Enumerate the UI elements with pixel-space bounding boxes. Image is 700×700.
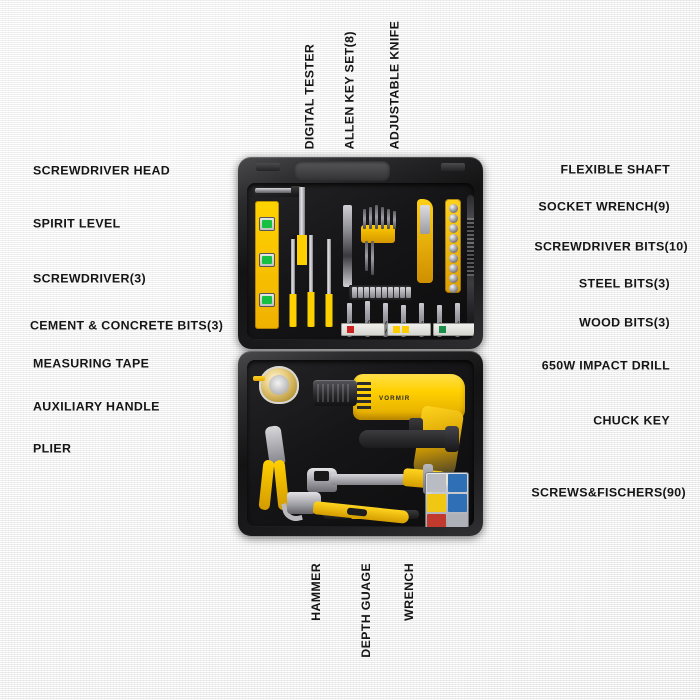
case-lid [238, 157, 483, 349]
socket-wrench-strip [445, 199, 461, 293]
tool-case-image: VORMIR [238, 157, 483, 536]
screwdriver-head-tip [291, 186, 301, 195]
drill-chuck [313, 380, 357, 406]
allen-key-6 [393, 211, 396, 229]
callout-label-hammer: HAMMER [309, 563, 323, 621]
leader-line-steel-bits-3 [442, 295, 688, 298]
allen-key-4 [381, 207, 384, 229]
spirit-level-tool [255, 201, 279, 329]
leader-line-spirit-level [25, 235, 263, 238]
screwdriver-2 [303, 235, 319, 327]
case-latch-left [256, 163, 280, 171]
callout-label-screws-fischers-90: SCREWS&FISCHERS(90) [531, 485, 686, 500]
callout-label-screwdriver-head: SCREWDRIVER HEAD [33, 163, 171, 178]
leader-line-chuck-key [470, 432, 688, 435]
leader-line-cement-concrete-bits-3 [25, 337, 262, 340]
allen-key-3 [375, 205, 378, 229]
screwdriver-head-tool [255, 188, 295, 193]
hammer-tool [281, 492, 417, 526]
leader-line-socket-wrench-9 [446, 218, 687, 221]
upper-tray [247, 183, 474, 340]
screwdriver-bits-rail [349, 285, 411, 300]
callout-label-650w-impact-drill: 650W IMPACT DRILL [541, 358, 670, 373]
callout-label-socket-wrench-9: SOCKET WRENCH(9) [538, 199, 670, 214]
screwdriver-large [291, 187, 313, 265]
leader-line-650w-impact-drill [469, 377, 688, 380]
wrench-tool [307, 468, 457, 494]
allen-key-1 [363, 209, 366, 229]
allen-key-2 [369, 207, 372, 229]
callout-label-auxiliary-handle: AUXILIARY HANDLE [33, 399, 160, 414]
case-latch-right [441, 163, 465, 171]
allen-key-holder [361, 225, 395, 243]
callout-label-steel-bits-3: STEEL BITS(3) [578, 276, 670, 291]
bit-label-strip-1 [341, 323, 385, 336]
digital-tester-tool [343, 205, 352, 287]
bit-label-strip-3 [433, 323, 474, 336]
allen-key-8 [371, 241, 374, 275]
impact-drill-tool: VORMIR [313, 368, 474, 490]
screws-fischers-box [425, 472, 469, 527]
leader-line-plier [25, 460, 263, 463]
callout-label-depth-guage: DEPTH GUAGE [359, 563, 373, 658]
leader-line-screwdriver-head [25, 182, 269, 185]
callout-label-chuck-key: CHUCK KEY [593, 413, 670, 428]
allen-key-7 [365, 241, 368, 271]
leader-line-flexible-shaft [447, 181, 687, 184]
measuring-tape-tool [259, 366, 299, 404]
screwdriver-3 [321, 239, 337, 327]
leader-line-measuring-tape [28, 375, 254, 378]
screwdriver-1 [285, 239, 301, 327]
leader-line-hammer [305, 538, 308, 686]
drill-brand-text: VORMIR [379, 395, 411, 402]
callout-label-measuring-tape: MEASURING TAPE [33, 356, 150, 371]
flexible-shaft-tool [467, 195, 474, 325]
leader-line-screwdriver-3 [25, 290, 255, 293]
case-handle-recess [294, 161, 390, 181]
leader-line-wood-bits-3 [452, 334, 688, 337]
callout-label-spirit-level: SPIRIT LEVEL [33, 216, 121, 231]
adjustable-knife-tool [417, 199, 433, 283]
callout-label-flexible-shaft: FLEXIBLE SHAFT [560, 162, 670, 177]
measuring-tape-clip [253, 376, 265, 381]
allen-key-5 [387, 209, 390, 229]
drill-vents [357, 382, 371, 412]
leader-line-screwdriver-bits-10 [434, 258, 690, 261]
auxiliary-handle-tool [359, 426, 459, 452]
leader-line-auxiliary-handle [25, 418, 293, 421]
drill-bit-3 [383, 303, 388, 337]
callout-label-cement-concrete-bits-3: CEMENT & CONCRETE BITS(3) [30, 318, 224, 333]
callout-label-adjustable-knife: ADJUSTABLE KNIFE [387, 20, 402, 150]
bit-label-strip-2 [387, 323, 431, 336]
lower-tray: VORMIR [247, 360, 474, 527]
leader-line-wrench [398, 532, 401, 686]
leader-line-screws-fischers-90 [457, 504, 688, 507]
callout-label-wrench: WRENCH [402, 563, 416, 621]
callout-label-digital-tester: DIGITAL TESTER [302, 43, 317, 150]
callout-label-wood-bits-3: WOOD BITS(3) [579, 315, 670, 330]
callout-label-screwdriver-3: SCREWDRIVER(3) [33, 271, 146, 286]
callout-label-allen-key-set-8: ALLEN KEY SET(8) [342, 31, 357, 150]
leader-line-depth-guage [355, 538, 358, 686]
callout-label-plier: PLIER [33, 441, 72, 456]
callout-label-screwdriver-bits-10: SCREWDRIVER BITS(10) [534, 239, 688, 254]
case-base: VORMIR [238, 351, 483, 536]
